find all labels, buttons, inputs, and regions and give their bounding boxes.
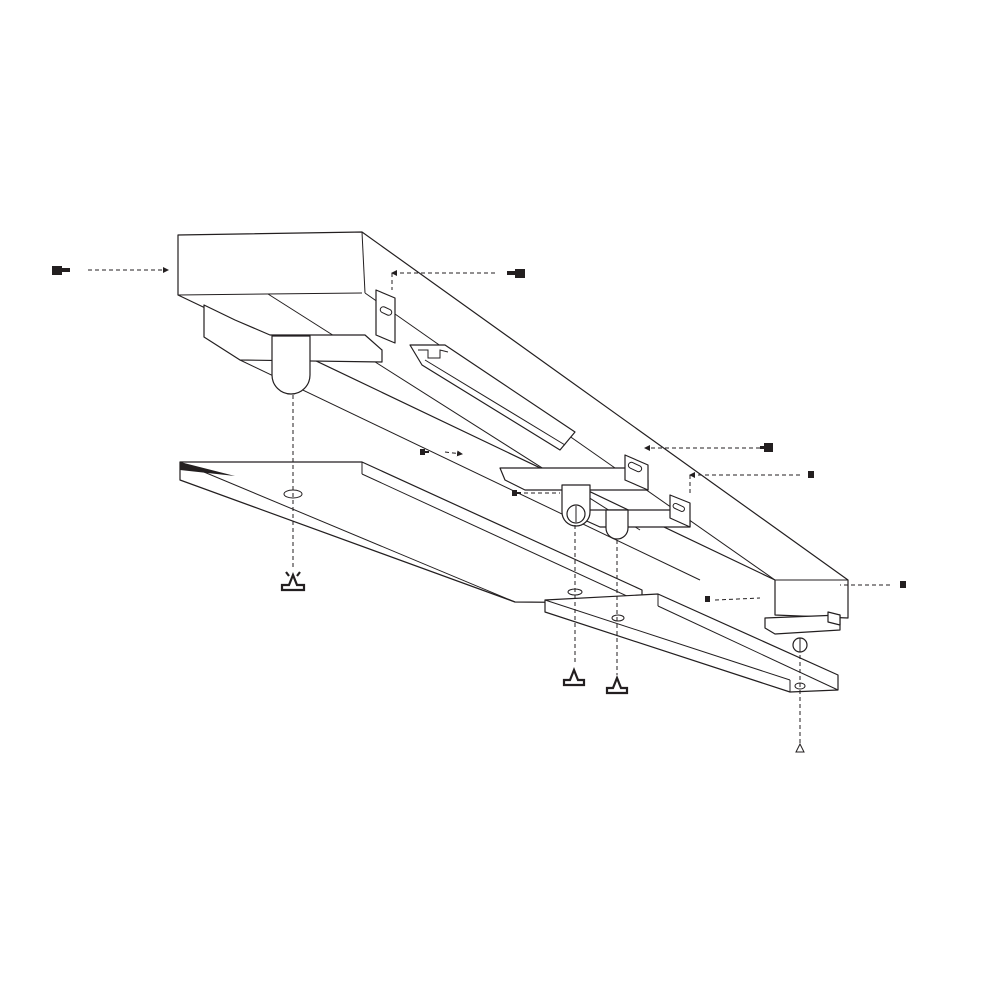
spring-clip-icon — [280, 571, 306, 592]
spring-clip-icons — [280, 571, 629, 695]
screw-icon — [420, 449, 429, 455]
end-cap — [271, 289, 396, 395]
screw-icon — [705, 596, 710, 602]
screw-icons — [52, 266, 906, 753]
screw-icon — [507, 269, 525, 278]
assembly-guides — [88, 267, 890, 745]
mounting-bracket — [499, 454, 841, 653]
screw-icon — [900, 581, 906, 588]
screw-icon — [795, 742, 805, 753]
mounting-plate-left — [179, 461, 643, 604]
screw-icon — [760, 443, 773, 452]
screw-icon — [512, 490, 521, 496]
spring-clip-icon — [605, 675, 629, 695]
clip-cap — [271, 335, 311, 395]
mounting-plate-right — [544, 593, 839, 693]
mounting-hole — [611, 614, 625, 622]
screw-icon — [52, 266, 70, 275]
screw-icon — [808, 471, 814, 478]
spring-clip-icon — [562, 667, 586, 687]
